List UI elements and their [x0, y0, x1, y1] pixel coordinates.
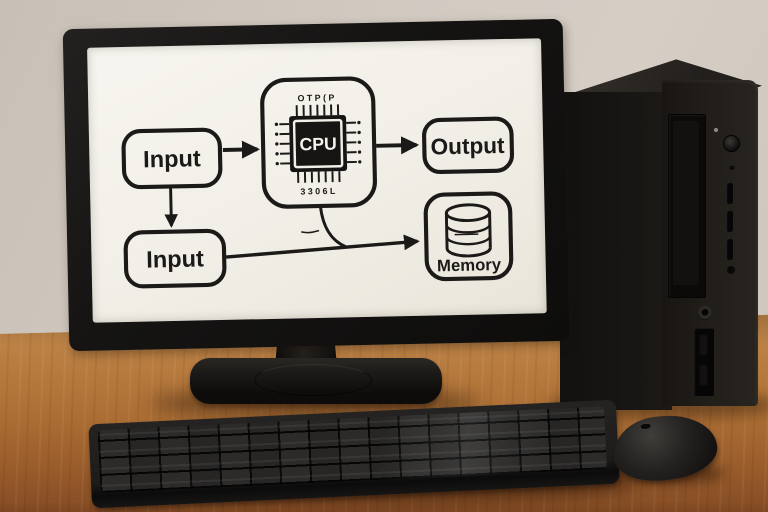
cpu-node: OTP(P	[260, 76, 377, 209]
mouse-scroll-wheel	[640, 423, 651, 430]
audio-jack-icon	[698, 306, 712, 320]
usb-port-icon	[726, 238, 733, 260]
cpu-label: CPU	[299, 134, 337, 155]
connector-cpu-to-memory-line	[301, 205, 347, 249]
memory-label: Memory	[437, 255, 502, 275]
arrow-input1-to-input2	[164, 186, 178, 228]
tower-side-panel	[560, 92, 672, 410]
arrow-cpu-to-output	[376, 136, 420, 155]
input-node-2: Input	[123, 228, 227, 289]
cpu-microtext-top: OTP(P	[297, 92, 336, 103]
output-node: Output	[422, 116, 515, 175]
tower-front-panel	[662, 80, 758, 406]
cpu-microtext-bottom: 3306L	[300, 186, 338, 197]
front-io-ports	[694, 328, 714, 396]
cpu-chip-icon: CPU	[274, 104, 362, 183]
optical-drive-bay	[668, 114, 706, 298]
database-icon	[444, 203, 492, 258]
monitor-bezel: Input OTP(P	[62, 18, 570, 352]
arrow-input2-to-memory	[225, 234, 420, 259]
io-slot	[699, 334, 708, 356]
desktop-tower	[556, 52, 768, 412]
output-label: Output	[430, 133, 505, 160]
io-slot	[699, 364, 708, 386]
input2-label: Input	[146, 245, 204, 272]
monitor-stand-base	[190, 358, 442, 404]
usb-port-icon	[726, 210, 733, 232]
front-button	[727, 266, 735, 274]
indicator-button	[729, 164, 735, 170]
usb-port-icon	[726, 182, 733, 204]
input-node-1: Input	[121, 127, 223, 190]
flow-diagram: Input OTP(P	[121, 76, 515, 289]
monitor-screen: Input OTP(P	[87, 38, 547, 323]
power-button-icon	[724, 136, 739, 151]
power-led	[714, 128, 718, 132]
input1-label: Input	[143, 145, 201, 172]
stand-hinge	[254, 364, 372, 396]
memory-node: Memory	[423, 191, 514, 282]
arrow-input1-to-cpu	[222, 140, 260, 159]
